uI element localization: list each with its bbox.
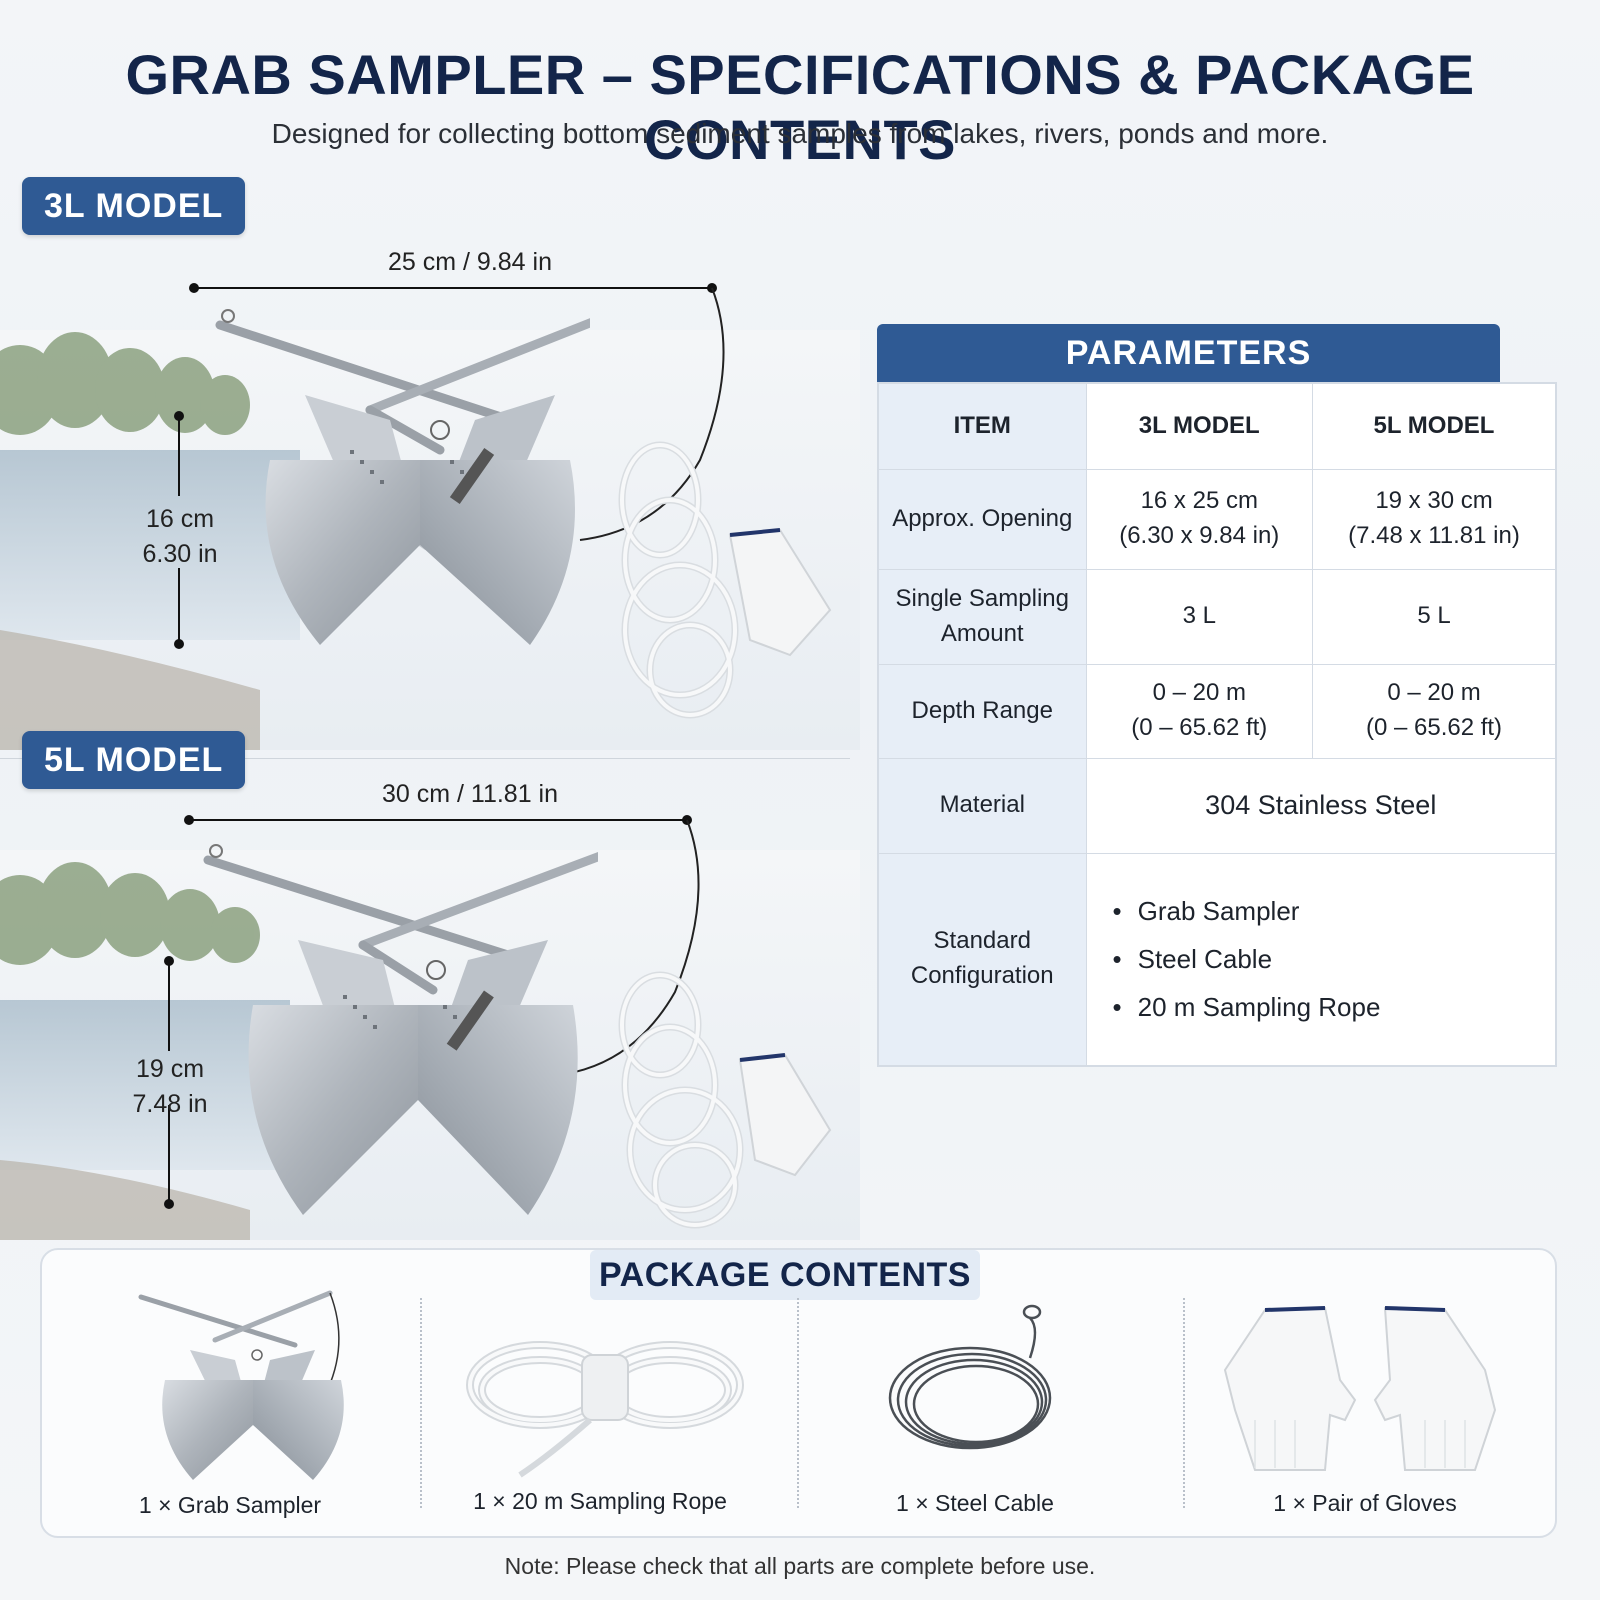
package-item-gloves: 1 × Pair of Gloves xyxy=(1273,1490,1457,1516)
height-cm-3l: 16 cm xyxy=(145,505,215,533)
package-item-grab-sampler: 1 × Grab Sampler xyxy=(138,1492,322,1518)
cell-3l-amount: 3 L xyxy=(1085,568,1314,665)
cell-3l-depth-ft: (0 – 65.62 ft) xyxy=(1131,714,1268,741)
grab-sampler-5l-image xyxy=(203,844,598,1215)
package-item-steel-cable: 1 × Steel Cable xyxy=(896,1490,1054,1516)
scene-3l-background xyxy=(0,330,860,750)
cell-3l-opening-cm: 16 x 25 cm xyxy=(1140,487,1258,515)
package-contents-heading: PACKAGE CONTENTS xyxy=(590,1250,980,1300)
footer-note: Note: Please check that all parts are co… xyxy=(504,1553,1096,1579)
height-cm-5l: 19 cm xyxy=(135,1055,205,1083)
row-label-material: Material xyxy=(877,757,1087,854)
list-item: 20 m Sampling Rope xyxy=(1113,983,1556,1031)
parameters-heading: PARAMETERS xyxy=(877,324,1500,382)
package-divider xyxy=(1183,1298,1185,1508)
package-item-rope: 1 × 20 m Sampling Rope xyxy=(473,1488,727,1514)
cell-material-value: 304 Stainless Steel xyxy=(1085,757,1557,854)
cell-5l-depth: 0 – 20 m (0 – 65.62 ft) xyxy=(1312,663,1557,759)
package-grab-sampler-image xyxy=(138,1290,344,1480)
package-divider xyxy=(420,1298,422,1508)
grab-sampler-3l-image xyxy=(215,309,590,645)
package-divider xyxy=(797,1298,799,1508)
cell-3l-opening: 16 x 25 cm (6.30 x 9.84 in) xyxy=(1085,468,1314,570)
width-label-3l: 25 cm / 9.84 in xyxy=(388,248,552,276)
table-row-depth: Depth Range 0 – 20 m (0 – 65.62 ft) 0 – 2… xyxy=(877,663,1557,759)
table-row-opening: Approx. Opening 16 x 25 cm (6.30 x 9.84 i… xyxy=(877,468,1557,570)
page-subtitle: Designed for collecting bottom sediment … xyxy=(271,118,1329,149)
list-item: Steel Cable xyxy=(1113,935,1556,983)
height-line-5l xyxy=(164,956,174,1209)
height-in-5l: 7.48 in xyxy=(132,1090,208,1118)
cell-5l-opening-in: (7.48 x 11.81 in) xyxy=(1348,522,1520,549)
rope-and-gloves-5l-image xyxy=(618,971,832,1229)
row-label-opening: Approx. Opening xyxy=(877,468,1087,570)
page-title: GRAB SAMPLER – SPECIFICATIONS & PACKAGE … xyxy=(125,43,1475,171)
row-label-depth: Depth Range xyxy=(877,663,1087,759)
column-header-item: ITEM xyxy=(877,382,1087,470)
row-label-amount-line2: Amount xyxy=(940,619,1024,647)
cell-5l-opening: 19 x 30 cm (7.48 x 11.81 in) xyxy=(1312,468,1557,570)
package-rope-image xyxy=(466,1341,744,1478)
cell-3l-depth-m: 0 – 20 m xyxy=(1152,679,1246,707)
cell-configuration-list: Grab Sampler Steel Cable 20 m Sampling R… xyxy=(1085,852,1557,1067)
column-header-3l: 3L MODEL xyxy=(1085,382,1314,470)
package-gloves-image xyxy=(1223,1306,1497,1471)
height-in-3l: 6.30 in xyxy=(142,540,218,568)
parameters-table: ITEM 3L MODEL 5L MODEL Approx. Opening 1… xyxy=(877,382,1557,1067)
rope-and-gloves-3l-image xyxy=(618,441,832,719)
cell-3l-depth: 0 – 20 m (0 – 65.62 ft) xyxy=(1085,663,1314,759)
cell-5l-opening-cm: 19 x 30 cm xyxy=(1375,487,1493,515)
cell-5l-depth-m: 0 – 20 m xyxy=(1387,679,1481,707)
model-badge-3l: 3L MODEL xyxy=(22,177,246,235)
table-row-material: Material 304 Stainless Steel xyxy=(877,757,1557,854)
row-label-configuration-line2: Configuration xyxy=(910,962,1054,990)
list-item: Grab Sampler xyxy=(1113,887,1556,935)
row-label-amount-line1: Single Sampling xyxy=(895,584,1069,612)
cell-5l-amount: 5 L xyxy=(1312,568,1557,665)
column-header-5l: 5L MODEL xyxy=(1312,382,1557,470)
dimension-lines-5l xyxy=(184,815,700,1075)
height-line-3l xyxy=(174,411,184,649)
width-label-5l: 30 cm / 11.81 in xyxy=(381,780,559,808)
row-label-configuration-line1: Standard xyxy=(933,927,1031,955)
package-steel-cable-image xyxy=(888,1304,1052,1450)
cell-3l-opening-in: (6.30 x 9.84 in) xyxy=(1119,522,1280,549)
configuration-list: Grab Sampler Steel Cable 20 m Sampling R… xyxy=(1087,887,1556,1031)
model-badge-5l: 5L MODEL xyxy=(22,731,246,789)
cell-5l-depth-ft: (0 – 65.62 ft) xyxy=(1365,714,1503,741)
